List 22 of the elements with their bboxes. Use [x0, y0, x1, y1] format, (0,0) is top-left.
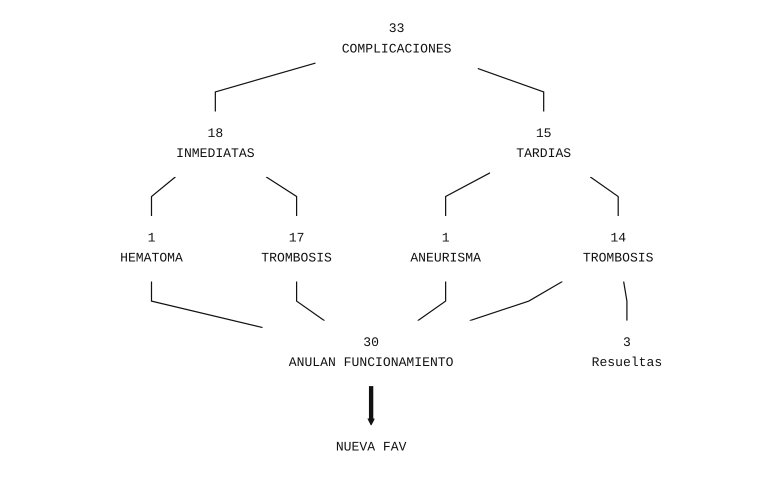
connector — [470, 280, 563, 322]
connector — [266, 176, 298, 216]
node-text: NUEVA FAV — [336, 440, 407, 455]
arrow — [368, 386, 376, 426]
connector — [445, 172, 491, 216]
node-text: 30 ANULAN FUNCIONAMIENTO — [289, 336, 454, 370]
node-text: 14 TROMBOSIS — [583, 230, 654, 266]
connector — [623, 281, 628, 321]
node-text: 3 Resueltas — [592, 336, 663, 370]
node-text: 15 TARDIAS — [516, 126, 572, 161]
node-text: 18 INMEDIATAS — [176, 126, 255, 161]
node-text: 17 TROMBOSIS — [262, 230, 332, 266]
connector — [151, 176, 176, 216]
connector — [418, 281, 447, 322]
node-text: 33 COMPLICACIONES — [342, 22, 452, 56]
connector — [215, 62, 316, 112]
connector — [296, 281, 326, 322]
connector — [151, 281, 264, 328]
node-text: 1 HEMATOMA — [120, 230, 184, 266]
connector — [590, 176, 620, 216]
connector — [478, 68, 545, 112]
node-text: 1 ANEURISMA — [410, 230, 482, 266]
